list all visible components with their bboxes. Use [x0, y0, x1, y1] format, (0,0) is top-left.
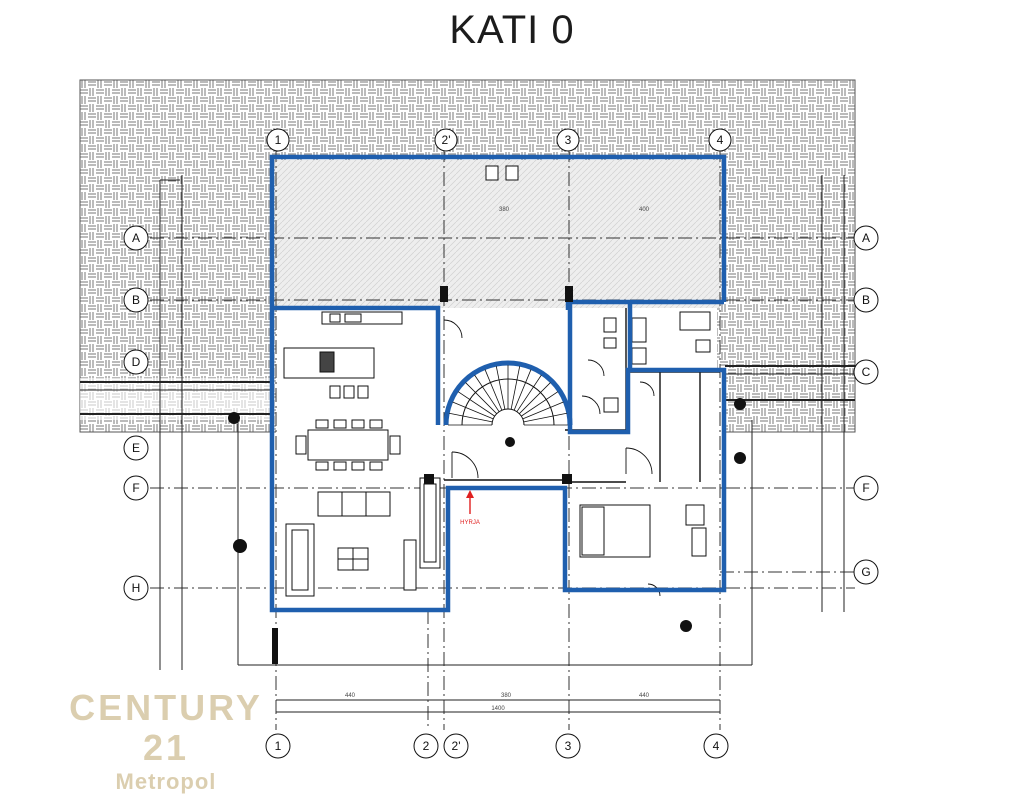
svg-text:2: 2: [423, 739, 430, 753]
axis-bubble: 4: [708, 128, 732, 152]
axis-bubble: 1: [265, 733, 291, 759]
axis-bubble: F: [123, 475, 149, 501]
svg-text:380: 380: [499, 207, 510, 213]
doors: [443, 319, 661, 597]
svg-text:A: A: [862, 231, 870, 245]
axis-bubble: G: [853, 559, 879, 585]
stair-tread: [522, 401, 564, 420]
axis-bubble: D: [123, 349, 149, 375]
svg-text:4: 4: [717, 133, 724, 147]
stair-tread: [513, 369, 532, 411]
svg-text:1400: 1400: [491, 706, 505, 712]
svg-text:D: D: [132, 355, 141, 369]
stair-tread: [495, 366, 506, 410]
stair-tread: [465, 382, 497, 414]
svg-text:A: A: [132, 231, 140, 245]
svg-text:440: 440: [345, 693, 356, 699]
watermark-logo: CENTURY 21 Metropol: [46, 688, 286, 794]
floor-plan: HYRJA 380 400 440 380 440 1400 1 2' 3 4 …: [79, 79, 879, 759]
svg-text:400: 400: [639, 207, 650, 213]
trees: [228, 398, 746, 632]
stair-tread: [452, 401, 494, 420]
axis-bubble: B: [853, 287, 879, 313]
watermark-office: Metropol: [115, 769, 217, 794]
svg-text:3: 3: [565, 133, 572, 147]
axis-bubble: B: [123, 287, 149, 313]
watermark-brand: CENTURY 21: [69, 687, 263, 768]
axis-bubble: 1: [266, 128, 290, 152]
entrance-label: HYRJA: [460, 520, 480, 526]
axis-bubble: 2': [434, 128, 458, 152]
svg-text:3: 3: [565, 739, 572, 753]
axis-bubble: 3: [555, 733, 581, 759]
svg-text:B: B: [132, 293, 140, 307]
svg-text:380: 380: [501, 693, 512, 699]
stair-tread: [521, 391, 559, 417]
stair-tread: [516, 374, 542, 412]
axis-bubble: 2: [413, 733, 439, 759]
svg-text:1: 1: [275, 739, 282, 753]
columns: [272, 286, 573, 664]
svg-text:B: B: [862, 293, 870, 307]
svg-text:2': 2': [452, 739, 461, 753]
dimension-text: 380 400 440 380 440 1400: [345, 207, 650, 712]
axis-bubble: 3: [556, 128, 580, 152]
grid-axes-top: 1 2' 3 4: [266, 128, 732, 152]
stair-tread: [510, 366, 521, 410]
page-title: KATI 0: [449, 8, 575, 52]
terrace-area: [275, 160, 720, 308]
axis-bubble: 2': [443, 733, 469, 759]
stair-tread: [523, 412, 567, 423]
stair-tread: [519, 382, 551, 414]
grid-rows-left: A B D E F H: [123, 225, 149, 601]
spiral-stair: [443, 360, 573, 426]
svg-text:G: G: [861, 565, 870, 579]
axis-bubble: A: [853, 225, 879, 251]
svg-text:F: F: [862, 481, 869, 495]
stair-tread: [449, 412, 493, 423]
entrance-arrow: HYRJA: [460, 490, 480, 526]
svg-text:H: H: [132, 581, 141, 595]
axis-bubble: H: [123, 575, 149, 601]
axis-bubble: C: [853, 359, 879, 385]
axis-bubble: F: [853, 475, 879, 501]
svg-text:4: 4: [713, 739, 720, 753]
stair-tread: [484, 369, 503, 411]
dimension-lines: [159, 175, 845, 713]
furniture: [283, 165, 711, 597]
stair-tread: [474, 374, 500, 412]
grid-rows-right: A B C F G: [853, 225, 879, 585]
grid-axes-bottom: 1 2 2' 3 4: [265, 733, 729, 759]
wall-outline: [269, 154, 727, 613]
axis-bubble: 4: [703, 733, 729, 759]
svg-text:C: C: [862, 365, 871, 379]
stair-tread: [457, 391, 495, 417]
svg-text:E: E: [132, 441, 140, 455]
svg-text:1: 1: [275, 133, 282, 147]
svg-text:2': 2': [442, 133, 451, 147]
axis-bubble: E: [123, 435, 149, 461]
svg-text:F: F: [132, 481, 139, 495]
svg-text:440: 440: [639, 693, 650, 699]
axis-bubble: A: [123, 225, 149, 251]
